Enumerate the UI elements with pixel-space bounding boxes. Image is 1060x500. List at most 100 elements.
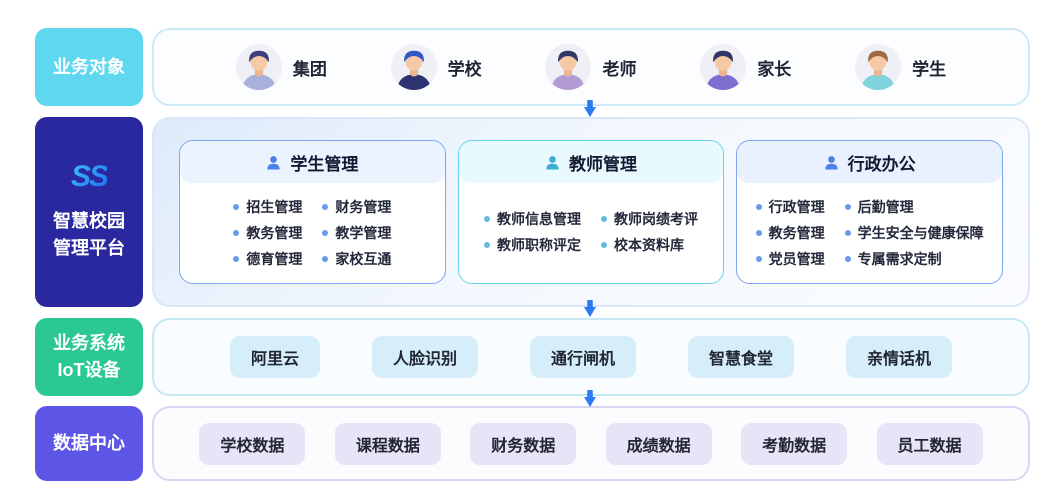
iot-row: 业务系统 IoT设备 阿里云人脸识别通行闸机智慧食堂亲情话机 xyxy=(35,318,1030,396)
bullet-dot-icon xyxy=(484,242,490,248)
persona-label: 家长 xyxy=(757,59,792,79)
bullet-dot-icon xyxy=(601,216,607,222)
arrow-down-icon xyxy=(584,390,596,407)
bullet-dot-icon xyxy=(601,242,607,248)
data-chip: 财务数据 xyxy=(470,422,577,465)
bullet-dot-icon xyxy=(322,204,329,210)
persona-item: 老师 xyxy=(545,44,636,90)
persona-avatar-icon xyxy=(545,44,592,90)
module-item-label: 学生安全与健康保障 xyxy=(857,225,984,241)
module-item-label: 党员管理 xyxy=(768,251,825,267)
module-column: 后勤管理 学生安全与健康保障 专属需求定制 xyxy=(844,191,984,275)
sidebar-item-data-center: 数据中心 xyxy=(35,406,143,481)
module-item-label: 教务管理 xyxy=(246,225,303,241)
persona-item: 集团 xyxy=(235,44,327,90)
module-item-label: 教师岗绩考评 xyxy=(614,211,698,227)
bullet-dot-icon xyxy=(755,204,762,210)
sidebar-item-business-objects: 业务对象 xyxy=(35,28,143,106)
data-chip: 成绩数据 xyxy=(605,422,712,465)
module-item-label: 教师职称评定 xyxy=(497,237,581,253)
iot-chip: 人脸识别 xyxy=(371,336,478,378)
module-item-label: 家校互通 xyxy=(335,251,392,267)
iot-chip: 阿里云 xyxy=(229,336,320,378)
module-item-label: 教学管理 xyxy=(335,225,392,241)
bullet-dot-icon xyxy=(322,256,329,262)
module-item: 专属需求定制 xyxy=(844,249,984,269)
module-body: 行政管理 教务管理 党员管理 xyxy=(737,183,1002,283)
bullet-dot-icon xyxy=(844,230,851,236)
persona-item: 学校 xyxy=(390,44,482,90)
module-item: 招生管理 xyxy=(233,197,302,217)
module-item: 后勤管理 xyxy=(844,197,984,217)
persona-label: 学生 xyxy=(912,59,947,79)
module-column: 财务管理 教学管理 家校互通 xyxy=(322,191,391,275)
bullet-dot-icon xyxy=(844,256,851,262)
module-header: 行政办公 xyxy=(737,141,1003,183)
module-title: 行政办公 xyxy=(847,154,916,174)
module-column: 教师岗绩考评 校本资料库 xyxy=(601,203,698,261)
bullet-dot-icon xyxy=(233,204,240,210)
module-item: 教务管理 xyxy=(233,223,302,243)
module-title: 学生管理 xyxy=(290,154,359,174)
module-column: 招生管理 教务管理 德育管理 xyxy=(233,191,302,275)
module-item: 教师信息管理 xyxy=(484,209,581,229)
module-item: 教师岗绩考评 xyxy=(601,209,698,229)
brand-logo: SS xyxy=(70,160,109,193)
persona-avatar-icon xyxy=(700,44,747,90)
module-title: 教师管理 xyxy=(569,154,637,174)
sidebar-label: 数据中心 xyxy=(53,433,125,453)
sidebar-label-line1: 业务系统 xyxy=(53,333,125,353)
business-objects-panel: 集团 学校 xyxy=(152,28,1030,106)
module-column: 教师信息管理 教师职称评定 xyxy=(484,203,581,261)
persona-label: 老师 xyxy=(602,59,637,79)
persona-label: 学校 xyxy=(447,59,482,79)
bullet-dot-icon xyxy=(322,230,329,236)
module-item: 财务管理 xyxy=(322,197,391,217)
module-item: 行政管理 xyxy=(755,197,825,217)
persona-label: 集团 xyxy=(292,59,327,79)
bullet-dot-icon xyxy=(844,204,851,210)
module-item-label: 校本资料库 xyxy=(614,237,684,253)
module-item-label: 招生管理 xyxy=(246,199,303,215)
data-chip: 员工数据 xyxy=(876,422,983,465)
persona-item: 家长 xyxy=(700,44,791,90)
module-header: 教师管理 xyxy=(458,141,724,183)
user-icon xyxy=(546,155,559,169)
data-chip: 考勤数据 xyxy=(741,422,848,465)
bullet-dot-icon xyxy=(755,230,762,236)
module-item-label: 教师信息管理 xyxy=(497,211,581,227)
sidebar-label: 业务对象 xyxy=(53,56,125,77)
module-item-label: 教务管理 xyxy=(768,225,825,241)
arrow-down-icon xyxy=(584,300,596,317)
persona-avatar-icon xyxy=(855,44,902,90)
module-card: 教师管理 教师信息管理 教师职称评定 xyxy=(457,140,725,284)
sidebar-label-line2: IoT设备 xyxy=(57,360,121,380)
module-item: 德育管理 xyxy=(233,249,302,269)
sidebar-label-line1: 智慧校园 xyxy=(53,211,125,231)
iot-chip: 智慧食堂 xyxy=(687,336,794,378)
data-chip: 课程数据 xyxy=(334,422,441,465)
platform-row: SS 智慧校园 管理平台 学生管理 xyxy=(35,117,1030,307)
data-center-row: 数据中心 学校数据课程数据财务数据成绩数据考勤数据员工数据 xyxy=(35,406,1030,481)
module-column: 行政管理 教务管理 党员管理 xyxy=(755,191,825,275)
arrow-down-icon xyxy=(584,100,596,117)
persona-item: 学生 xyxy=(855,44,946,90)
sidebar-item-iot: 业务系统 IoT设备 xyxy=(35,318,143,396)
module-card: 学生管理 招生管理 教务管理 xyxy=(179,140,446,284)
module-item: 教务管理 xyxy=(755,223,825,243)
iot-chip: 亲情话机 xyxy=(845,336,952,378)
module-item-label: 行政管理 xyxy=(768,199,825,215)
module-item: 校本资料库 xyxy=(601,235,698,255)
module-item: 学生安全与健康保障 xyxy=(844,223,984,243)
module-item-label: 财务管理 xyxy=(335,199,392,215)
platform-panel: 学生管理 招生管理 教务管理 xyxy=(152,117,1030,307)
module-item: 教学管理 xyxy=(322,223,391,243)
data-center-panel: 学校数据课程数据财务数据成绩数据考勤数据员工数据 xyxy=(152,406,1030,481)
module-item-label: 德育管理 xyxy=(246,251,303,267)
business-objects-row: 业务对象 集团 xyxy=(35,28,1030,106)
bullet-dot-icon xyxy=(233,256,240,262)
module-item: 教师职称评定 xyxy=(484,235,581,255)
module-card: 行政办公 行政管理 教务管理 xyxy=(736,140,1004,284)
user-icon xyxy=(824,155,838,169)
